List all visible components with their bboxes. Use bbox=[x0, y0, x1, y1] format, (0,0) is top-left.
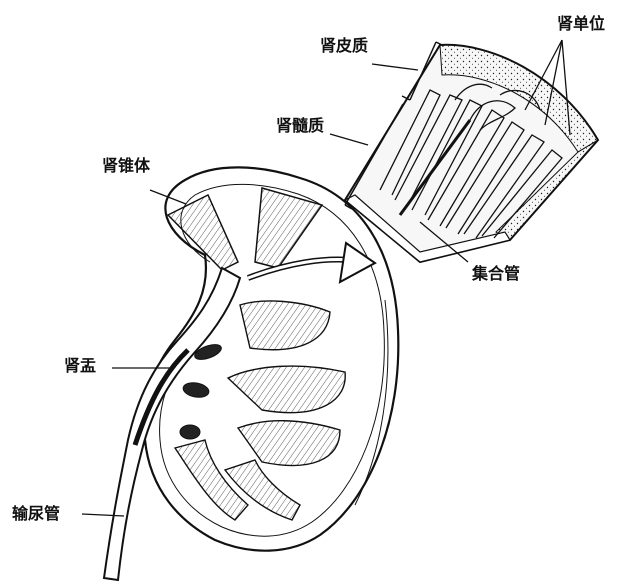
label-renal-pelvis: 肾盂 bbox=[64, 358, 96, 374]
label-nephron: 肾单位 bbox=[557, 16, 605, 32]
renal-pyramid-left bbox=[168, 195, 238, 270]
label-ureter: 输尿管 bbox=[12, 506, 60, 522]
label-collecting-duct: 集合管 bbox=[472, 266, 520, 282]
label-renal-cortex: 肾皮质 bbox=[320, 38, 368, 54]
magnified-section bbox=[345, 45, 598, 262]
label-renal-medulla: 肾髓质 bbox=[276, 118, 324, 134]
label-renal-pyramid: 肾锥体 bbox=[102, 158, 150, 174]
renal-pelvis-ureter bbox=[104, 268, 240, 580]
